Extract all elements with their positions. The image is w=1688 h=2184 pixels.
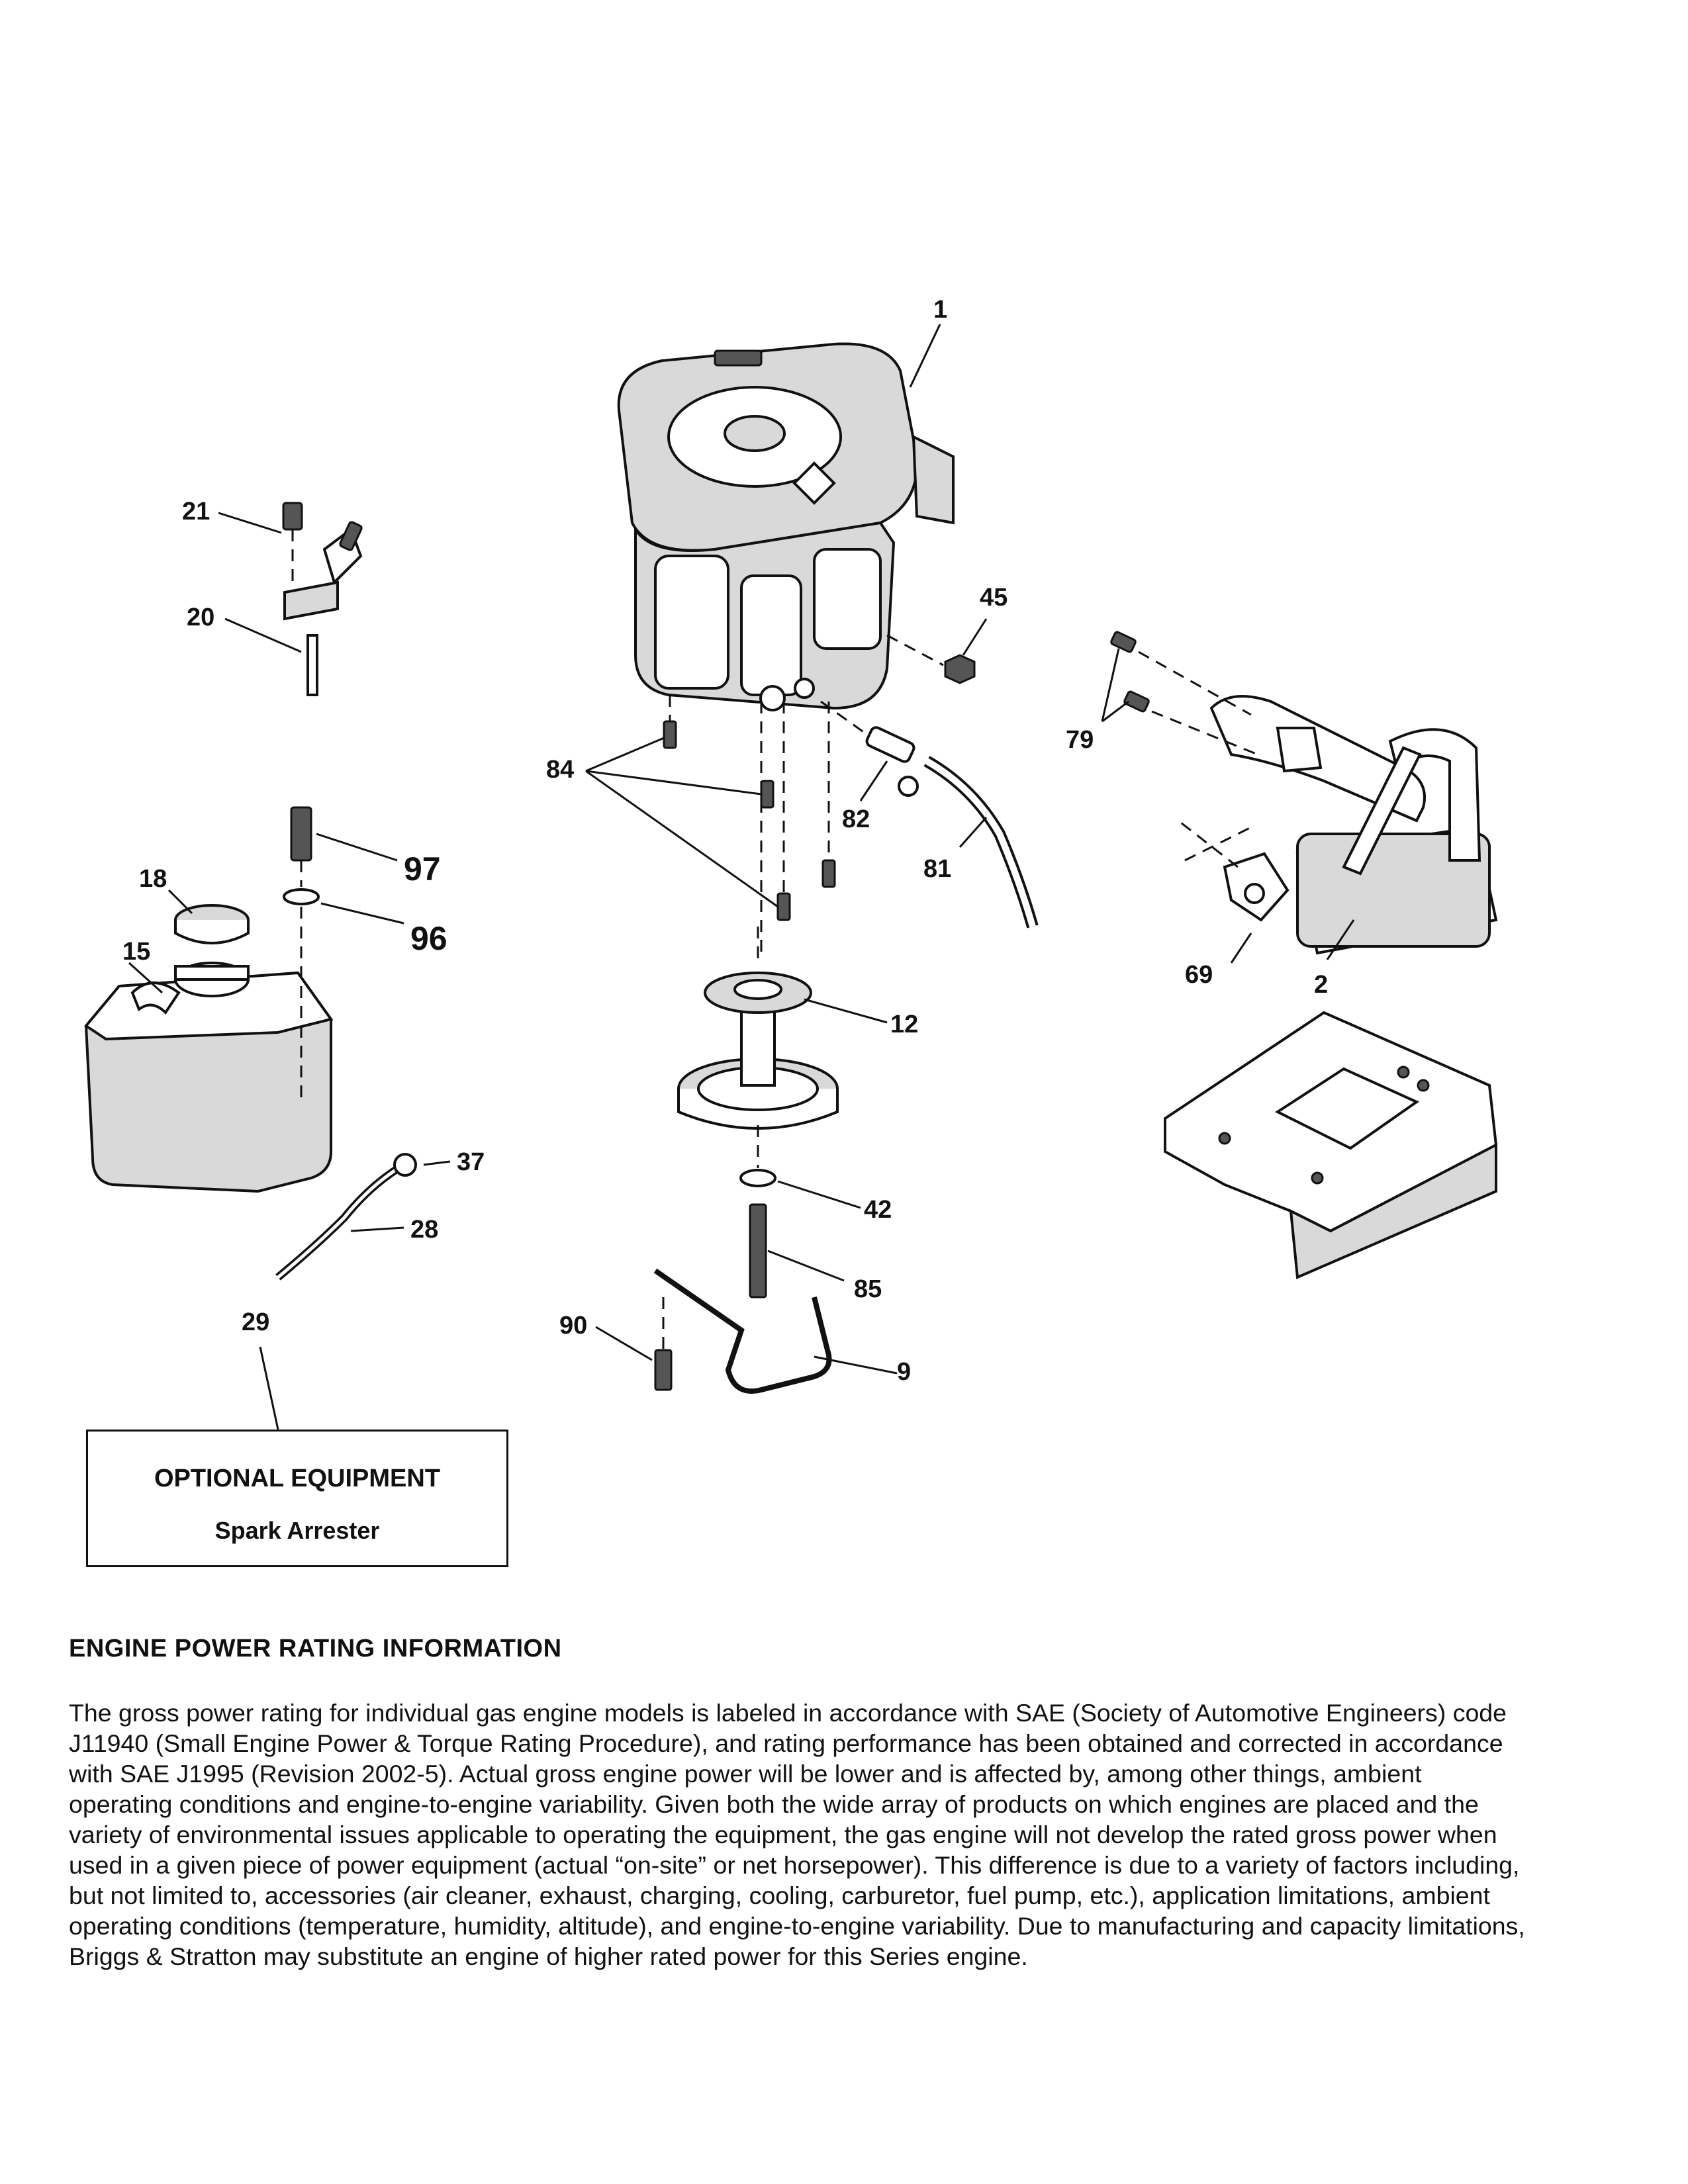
- callout-20: 20: [187, 604, 214, 631]
- gasket: [1223, 852, 1289, 922]
- callout-1: 1: [933, 296, 947, 324]
- callout-37: 37: [457, 1148, 485, 1176]
- mounting-plate: [1164, 1011, 1498, 1279]
- fuel-fitting: [865, 726, 919, 797]
- optional-equipment-title: OPTIONAL EQUIPMENT: [154, 1465, 441, 1492]
- callout-18: 18: [139, 865, 167, 893]
- callout-96: 96: [410, 920, 447, 957]
- control-screw: [282, 502, 303, 531]
- pulley-bolt: [749, 1203, 767, 1298]
- optional-equipment-item: Spark Arrester: [214, 1517, 380, 1544]
- callout-28: 28: [410, 1216, 438, 1244]
- tank-washer: [283, 888, 320, 905]
- rating-heading: ENGINE POWER RATING INFORMATION: [69, 1635, 562, 1662]
- callout-21: 21: [182, 498, 210, 525]
- bracket: [653, 1268, 832, 1394]
- throttle-control: [283, 521, 363, 696]
- optional-equipment-box: OPTIONAL EQUIPMENT Spark Arrester: [86, 1430, 508, 1567]
- callout-81: 81: [923, 855, 951, 883]
- callout-45: 45: [980, 584, 1008, 612]
- tank-screw: [290, 806, 312, 862]
- callout-69: 69: [1185, 961, 1213, 989]
- callout-15: 15: [122, 938, 150, 966]
- hose-clamp: [393, 1153, 417, 1177]
- muffler: [1209, 695, 1498, 955]
- fuel-cap: [174, 904, 250, 944]
- bracket-bolt: [654, 1349, 673, 1391]
- fuel-tank: [84, 962, 334, 1193]
- callout-12: 12: [890, 1011, 918, 1038]
- parts-diagram: 1 2 69 79 45 82 81: [84, 296, 1498, 1430]
- engine-bolts: [663, 720, 836, 921]
- callout-97: 97: [404, 850, 441, 887]
- rating-body: The gross power rating for individual ga…: [69, 1699, 1525, 1970]
- callout-42: 42: [864, 1196, 892, 1224]
- callout-82: 82: [842, 805, 870, 833]
- washer: [739, 1169, 776, 1187]
- callout-85: 85: [854, 1275, 882, 1303]
- callout-29: 29: [242, 1308, 269, 1336]
- pulley: [677, 972, 839, 1130]
- callout-84: 84: [546, 756, 574, 784]
- muffler-bolts: [1110, 631, 1150, 713]
- engine-assembly: [617, 342, 955, 711]
- callout-9: 9: [897, 1358, 911, 1386]
- callout-2: 2: [1314, 971, 1328, 999]
- nut: [944, 654, 976, 684]
- callout-90: 90: [559, 1312, 587, 1340]
- callout-79: 79: [1066, 726, 1094, 754]
